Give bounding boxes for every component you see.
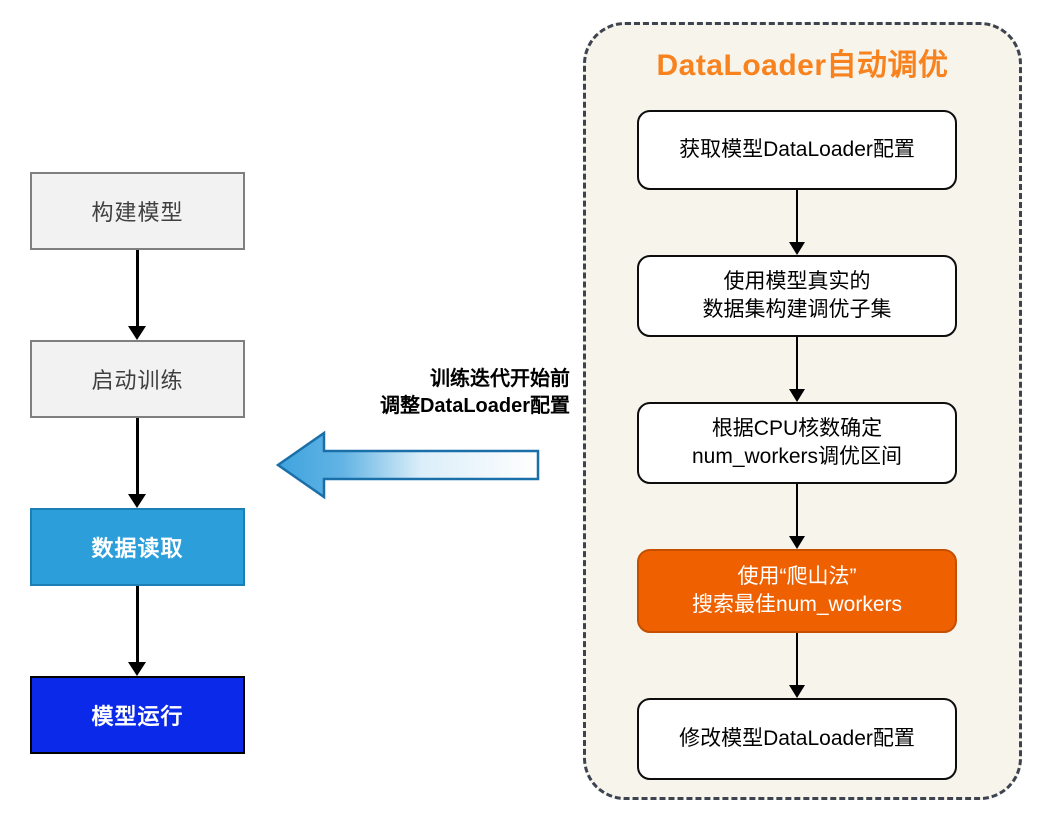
panel-title: DataLoader自动调优 (656, 49, 949, 82)
left-step-start-training[interactable]: 启动训练 (30, 340, 245, 418)
connector-arrowhead-left-2 (128, 662, 146, 676)
left-step-model-run[interactable]: 模型运行 (30, 676, 245, 754)
panel-step-label: 根据CPU核数确定 num_workers调优区间 (691, 416, 903, 468)
connector-arrowhead-panel-1 (789, 389, 805, 402)
annotation-label: 训练迭代开始前 调整DataLoader配置 (379, 368, 570, 417)
connector-arrowhead-panel-3 (789, 685, 805, 698)
panel-step-hill-climbing[interactable]: 使用“爬山法” 搜索最佳num_workers (637, 549, 957, 633)
connector-line-left-2 (136, 586, 139, 662)
panel-step-label: 使用模型真实的 数据集构建调优子集 (702, 269, 892, 321)
panel-step-get-config[interactable]: 获取模型DataLoader配置 (637, 110, 957, 190)
connector-line-panel-3 (796, 633, 798, 685)
panel-step-label: 修改模型DataLoader配置 (679, 726, 915, 750)
left-pointing-arrow-icon (276, 430, 540, 500)
connector-arrowhead-panel-0 (789, 242, 805, 255)
panel-step-build-subset[interactable]: 使用模型真实的 数据集构建调优子集 (637, 255, 957, 337)
left-step-label: 启动训练 (91, 368, 184, 393)
left-step-build-model[interactable]: 构建模型 (30, 172, 245, 250)
panel-step-label: 使用“爬山法” 搜索最佳num_workers (691, 564, 903, 616)
connector-line-left-1 (136, 418, 139, 494)
connector-line-left-0 (136, 250, 139, 326)
connector-arrowhead-left-1 (128, 494, 146, 508)
left-step-label: 构建模型 (91, 200, 184, 225)
connector-line-panel-0 (796, 190, 798, 242)
connector-arrowhead-panel-2 (789, 536, 805, 549)
connector-line-panel-1 (796, 337, 798, 389)
connector-arrowhead-left-0 (128, 326, 146, 340)
left-step-label: 数据读取 (91, 536, 184, 561)
panel-step-label: 获取模型DataLoader配置 (679, 137, 915, 161)
connector-line-panel-2 (796, 484, 798, 536)
panel-step-apply-config[interactable]: 修改模型DataLoader配置 (637, 698, 957, 780)
panel-step-cpu-range[interactable]: 根据CPU核数确定 num_workers调优区间 (637, 402, 957, 484)
left-step-data-loading[interactable]: 数据读取 (30, 508, 245, 586)
left-step-label: 模型运行 (91, 704, 184, 729)
